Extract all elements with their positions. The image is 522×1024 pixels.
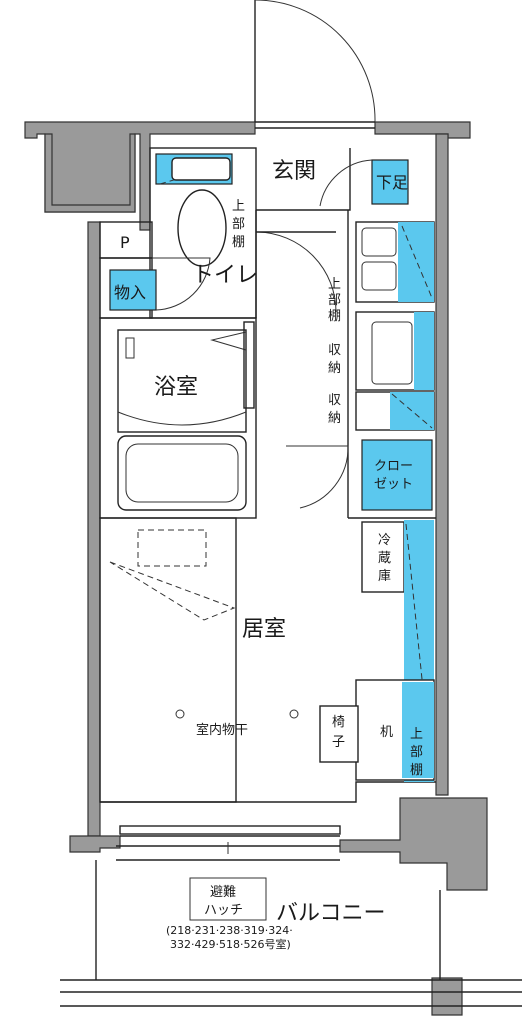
- storage-1-char-1: 収: [328, 343, 341, 358]
- laundry-label: 室内物干: [196, 722, 248, 738]
- evac-rooms-line-2: 332·429·518·526号室): [170, 937, 291, 951]
- desk-shelf-char-1: 上: [410, 727, 423, 742]
- chair-box: [319, 705, 359, 763]
- fridge-box: [361, 521, 405, 593]
- room-living-label: 居室: [242, 617, 286, 642]
- storage-1-char-2: 納: [328, 361, 341, 376]
- front-door: [254, 0, 376, 129]
- closet-label-line-1: クロー: [374, 459, 413, 474]
- balcony-window: [116, 825, 341, 861]
- evac-hatch: [189, 877, 267, 921]
- toilet-shelf-char-3: 棚: [232, 235, 245, 250]
- chair-char-1: 椅: [332, 715, 345, 730]
- storage-in-label: 物入: [114, 283, 146, 302]
- balcony: [60, 860, 522, 1007]
- closet-box: [361, 439, 433, 511]
- evac-line-2: ハッチ: [204, 903, 243, 918]
- shoes-box: [371, 159, 409, 205]
- toilet-shelf-char-2: 部: [232, 217, 245, 232]
- desk-label: 机: [380, 725, 393, 740]
- bathtub: [117, 435, 247, 511]
- hall-shelf-char-3: 棚: [328, 309, 341, 324]
- hall-shelf-char-2: 部: [328, 293, 341, 308]
- evac-rooms-line-1: (218·231·238·319·324·: [166, 924, 293, 937]
- evac-line-1: 避難: [210, 885, 236, 900]
- walls: [24, 121, 488, 1016]
- toilet-bowl-icon: [177, 189, 227, 267]
- ceiling-light: [137, 529, 207, 567]
- room-shoes-label: 下足: [376, 173, 408, 192]
- closet-label-line-2: ゼット: [374, 477, 413, 492]
- toilet-room: [109, 153, 337, 313]
- bathroom: [117, 321, 255, 511]
- desk-shelf-char-3: 棚: [410, 763, 423, 778]
- labels: 玄関 下足 トイレ 浴室 居室 物入 P バルコニー 上 部 棚 上 部 棚 収…: [114, 159, 423, 951]
- desk-shelf-char-2: 部: [410, 745, 423, 760]
- room-toilet-label: トイレ: [192, 263, 258, 288]
- fridge-char-1: 冷: [378, 533, 391, 548]
- hall-storage: [286, 159, 435, 511]
- toilet-shelf-char-1: 上: [232, 199, 245, 214]
- fridge-char-2: 蔵: [378, 551, 391, 566]
- interior-partitions: [99, 147, 436, 803]
- storage-2-char-2: 納: [328, 411, 341, 426]
- living-fixtures: [109, 520, 435, 782]
- fridge-char-3: 庫: [378, 569, 391, 584]
- storage-in-block: [109, 269, 157, 311]
- bath-sink: [117, 329, 247, 433]
- chair-char-2: 子: [332, 735, 345, 750]
- room-genkan-label: 玄関: [272, 159, 316, 184]
- hall-shelf-char-1: 上: [328, 277, 341, 292]
- storage-2-char-1: 収: [328, 393, 341, 408]
- balcony-label: バルコニー: [276, 901, 386, 926]
- parking-label: P: [120, 233, 130, 252]
- room-bath-label: 浴室: [154, 375, 198, 400]
